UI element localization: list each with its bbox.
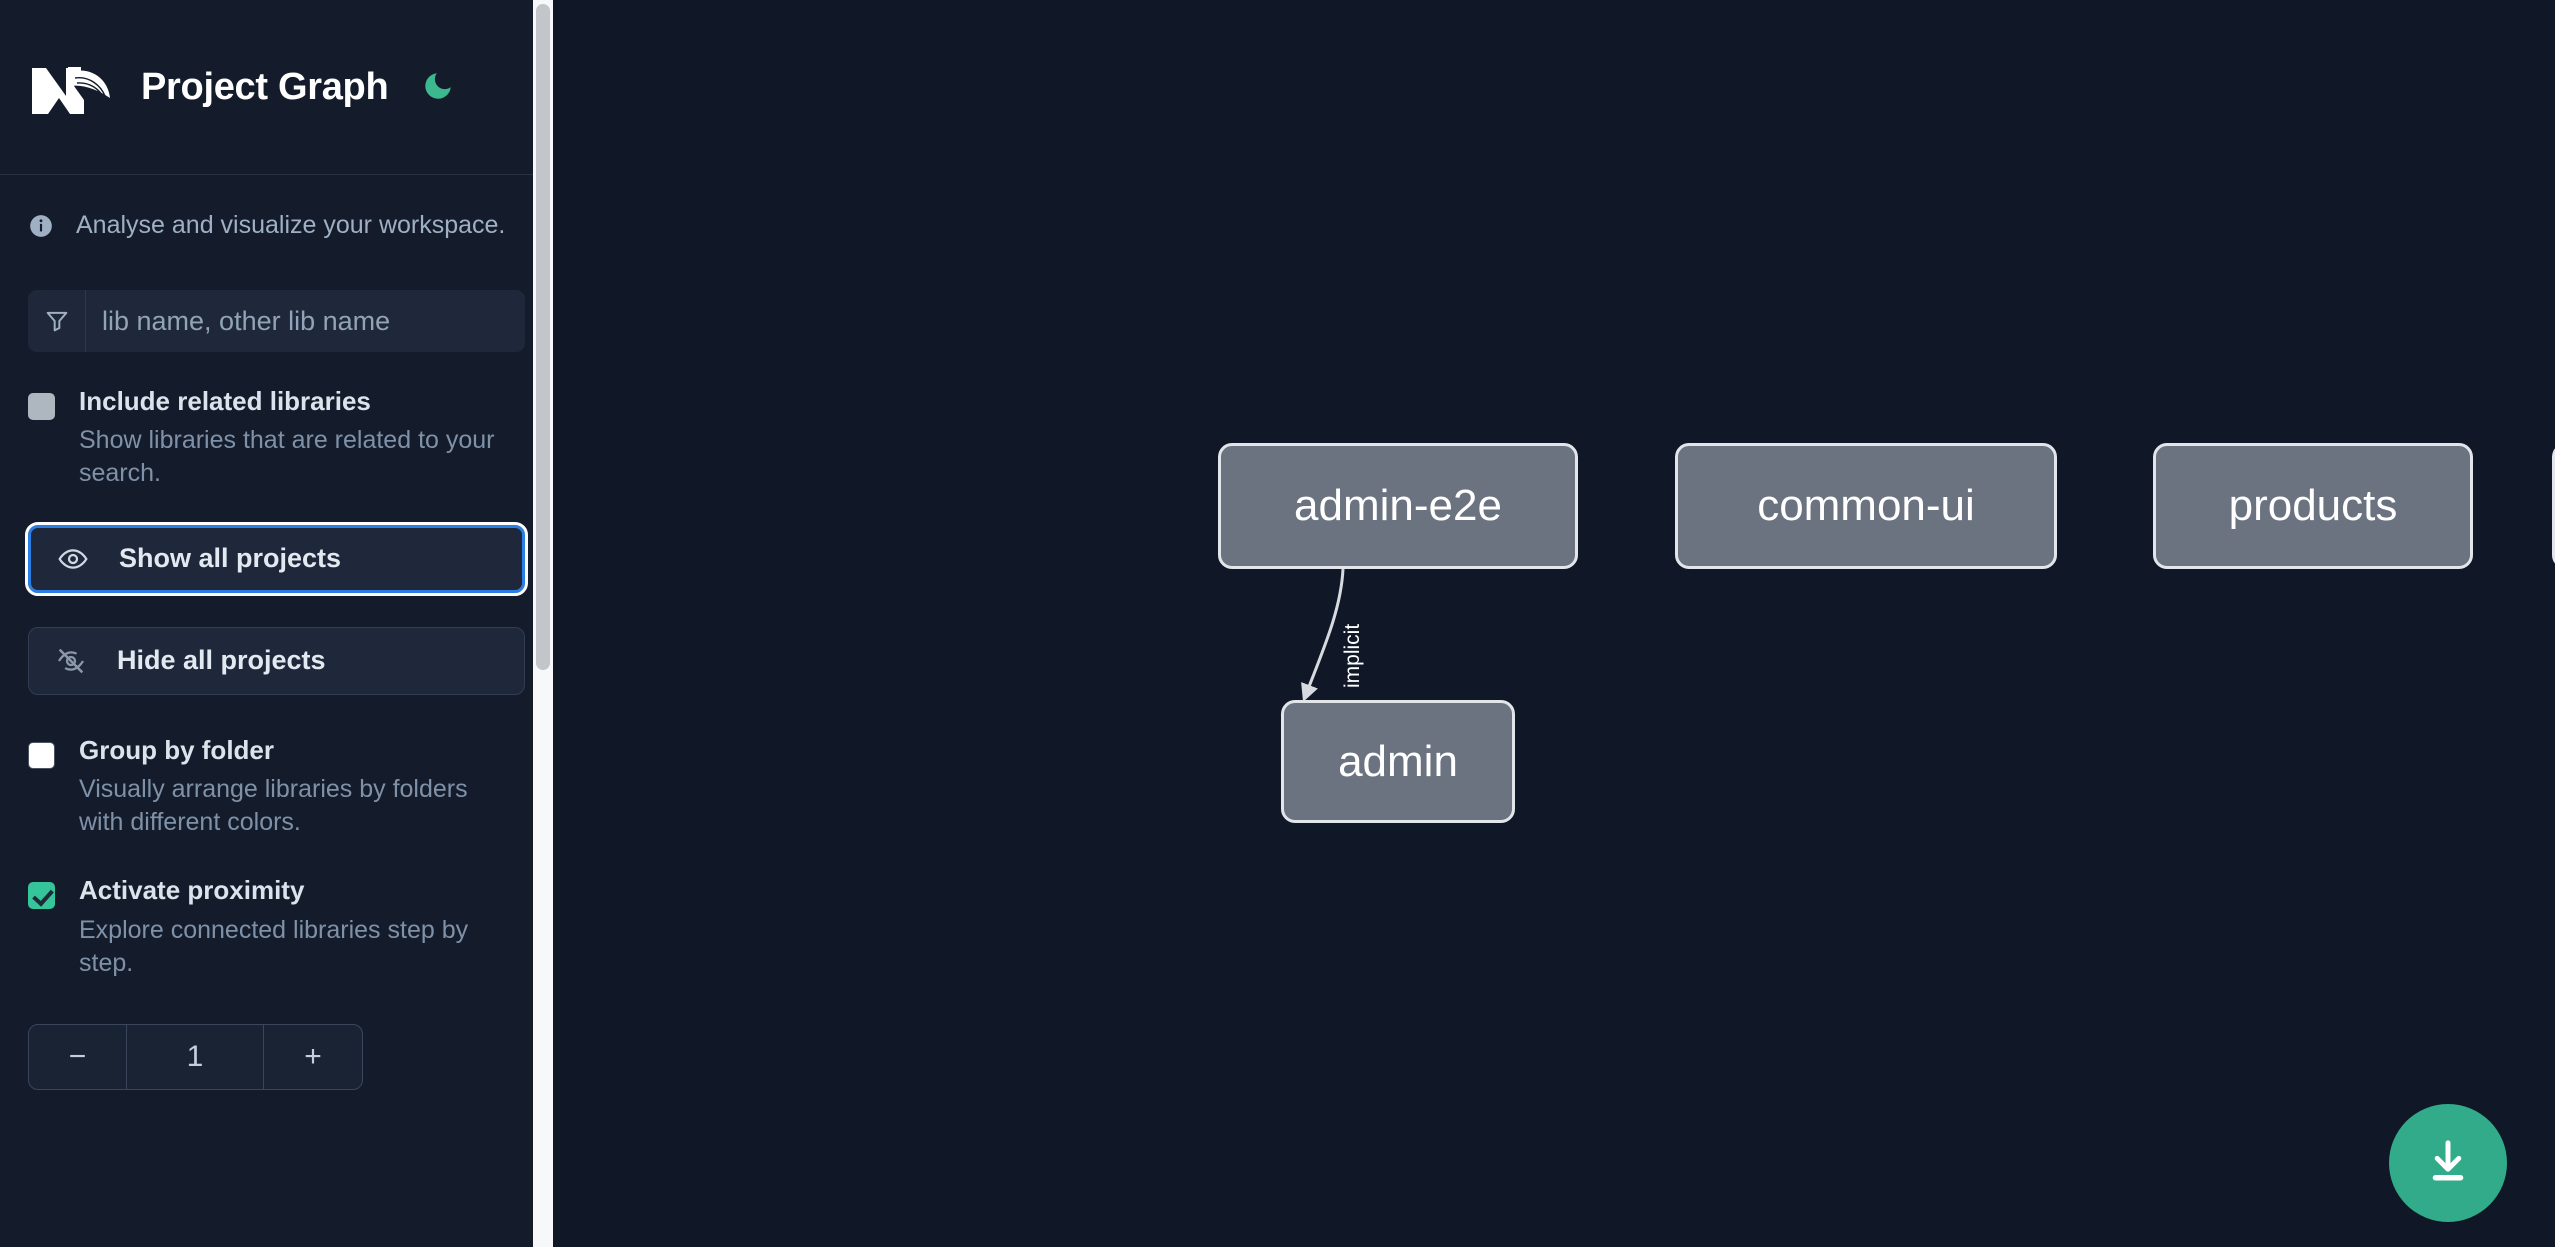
sidebar-header: Project Graph	[0, 0, 553, 175]
group-by-folder-checkbox[interactable]	[28, 741, 55, 769]
eye-off-icon	[55, 645, 95, 677]
group-by-folder-label: Group by folder	[79, 734, 274, 765]
show-all-projects-label: Show all projects	[119, 543, 342, 574]
graph-node-admin[interactable]: admin	[1281, 700, 1515, 823]
info-icon	[28, 213, 54, 239]
graph-node-products[interactable]: products	[2153, 443, 2473, 569]
proximity-increment-button[interactable]: +	[304, 1040, 322, 1074]
workspace-hint-text: Analyse and visualize your workspace.	[76, 211, 506, 239]
workspace-hint: Analyse and visualize your workspace.	[28, 175, 525, 240]
activate-proximity-label: Activate proximity	[79, 875, 305, 906]
hide-all-projects-button[interactable]: Hide all projects	[28, 626, 525, 695]
activate-proximity-description: Explore connected libraries step by step…	[79, 915, 469, 977]
proximity-stepper[interactable]: − 1 +	[28, 1024, 363, 1091]
show-all-projects-button[interactable]: Show all projects	[25, 521, 528, 596]
proximity-decrement-button[interactable]: −	[29, 1025, 127, 1090]
option-include-related-libraries[interactable]: Include related libraries Show libraries…	[28, 386, 525, 491]
search-input[interactable]	[86, 290, 525, 352]
moon-icon	[421, 69, 455, 106]
graph-canvas[interactable]: implicit implicit admin-e2e common-ui pr…	[553, 0, 2555, 1247]
download-icon	[2421, 1135, 2475, 1192]
graph-edges	[1301, 568, 1345, 703]
include-related-libraries-checkbox[interactable]	[28, 393, 55, 420]
eye-icon	[57, 543, 97, 575]
filter-icon	[28, 290, 86, 352]
include-related-libraries-label: Include related libraries	[79, 386, 371, 416]
group-by-folder-description: Visually arrange libraries by folders wi…	[79, 774, 468, 837]
theme-toggle-button[interactable]	[418, 67, 458, 107]
hide-all-projects-label: Hide all projects	[117, 645, 326, 676]
search-field[interactable]	[28, 290, 525, 352]
option-group-by-folder[interactable]: Group by folder Visually arrange librari…	[28, 735, 525, 840]
edge-label-admin-e2e-admin: implicit	[1341, 623, 1364, 688]
proximity-value[interactable]: 1	[127, 1025, 264, 1090]
nx-logo	[28, 56, 114, 118]
graph-node-admin-e2e[interactable]: admin-e2e	[1218, 443, 1578, 569]
sidebar: Project Graph	[0, 0, 553, 1247]
include-related-libraries-description: Show libraries that are related to your …	[79, 426, 495, 488]
option-activate-proximity[interactable]: Activate proximity Explore connected lib…	[28, 875, 525, 980]
graph-node-common-ui[interactable]: common-ui	[1675, 443, 2057, 569]
sidebar-body: Analyse and visualize your workspace. In…	[0, 175, 553, 1091]
activate-proximity-checkbox[interactable]	[28, 882, 55, 910]
sidebar-scrollbar-thumb[interactable]	[536, 4, 550, 670]
download-graph-button[interactable]	[2389, 1104, 2507, 1222]
sidebar-scrollbar[interactable]	[533, 0, 553, 1247]
page-title: Project Graph	[141, 65, 389, 108]
